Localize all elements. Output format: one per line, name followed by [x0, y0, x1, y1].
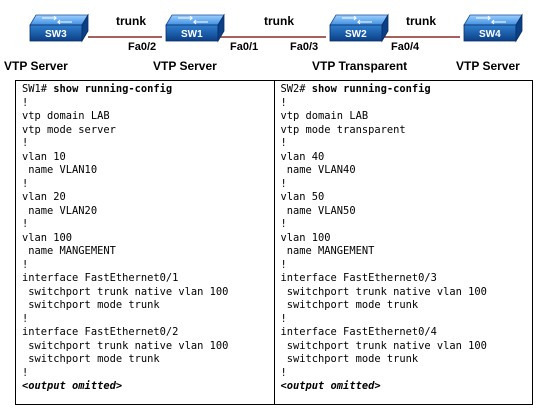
config-line: vlan 50: [280, 191, 325, 203]
switch-name-sw2: SW2: [345, 29, 367, 40]
config-line: switchport trunk native vlan 100: [280, 285, 487, 298]
switch-name-sw3: SW3: [45, 29, 67, 40]
config-line: interface FastEthernet0/1: [22, 272, 179, 284]
config-line: vlan 40: [280, 150, 325, 163]
config-line: !: [280, 218, 287, 230]
config-line: !: [280, 137, 287, 149]
config-line: !: [280, 96, 287, 109]
config-line: switchport trunk native vlan 100: [280, 339, 487, 352]
config-line: interface FastEthernet0/4: [280, 326, 437, 338]
config-prompt-line: SW1# show running-config: [22, 83, 268, 97]
config-line: vtp domain LAB: [280, 110, 369, 122]
config-line: !: [22, 137, 29, 149]
config-line: !: [22, 258, 29, 271]
switch-icon-sw3: SW3: [29, 13, 89, 43]
config-line: interface FastEthernet0/2: [22, 326, 179, 338]
vtp-mode-sw4: VTP Server: [456, 59, 520, 73]
switch-icon-sw4: SW4: [463, 13, 523, 43]
config-line: name VLAN20: [22, 204, 98, 217]
switch-icon-sw1: SW1: [165, 13, 225, 43]
config-line: !: [280, 312, 287, 325]
port-label-sw2-fa03: Fa0/3: [290, 41, 318, 53]
config-line: switchport mode trunk: [280, 299, 419, 311]
cli-prompt: SW1#: [22, 83, 48, 95]
config-line: !: [22, 366, 29, 379]
config-line: !: [22, 177, 29, 190]
link-label-2: trunk: [264, 14, 294, 28]
config-line: name MANGEMENT: [280, 245, 375, 257]
config-line: name VLAN10: [22, 164, 98, 176]
config-line: !: [280, 366, 287, 379]
config-line: name MANGEMENT: [22, 245, 116, 257]
port-label-sw1-fa01: Fa0/1: [230, 41, 258, 53]
switch-name-sw1: SW1: [181, 29, 203, 40]
config-line: !: [280, 258, 287, 271]
network-topology: trunk trunk trunk Fa0/2 Fa0/1 Fa0/3 Fa0/…: [4, 13, 523, 73]
port-label-sw1-fa02: Fa0/2: [128, 41, 156, 53]
config-line: interface FastEthernet0/3: [280, 272, 437, 284]
output-omitted: <output omitted>: [280, 380, 381, 392]
config-line: name VLAN50: [280, 204, 356, 217]
vtp-mode-sw3: VTP Server: [4, 59, 68, 73]
link-label-1: trunk: [116, 14, 146, 28]
config-line: switchport mode trunk: [22, 353, 160, 365]
cli-command: show running-config: [53, 83, 173, 95]
config-line: vlan 10: [22, 150, 66, 163]
config-line: switchport mode trunk: [22, 299, 160, 311]
config-line: !: [22, 312, 29, 325]
config-prompt-line: SW2# show running-config: [281, 83, 527, 97]
switch-name-sw4: SW4: [479, 29, 501, 40]
config-line: name VLAN40: [280, 164, 356, 176]
vtp-mode-sw2: VTP Transparent: [312, 59, 407, 73]
config-line: vlan 100: [22, 231, 73, 244]
switch-icon-sw2: SW2: [329, 13, 389, 43]
config-line: vlan 100: [280, 231, 331, 244]
config-line: !: [22, 218, 29, 230]
config-line: switchport trunk native vlan 100: [22, 339, 229, 352]
config-line: vtp domain LAB: [22, 110, 110, 122]
cli-command: show running-config: [311, 83, 431, 95]
config-line: !: [22, 96, 29, 109]
vtp-mode-sw1: VTP Server: [153, 59, 217, 73]
config-line: vtp mode transparent: [280, 123, 406, 136]
port-label-sw2-fa04: Fa0/4: [391, 41, 420, 53]
output-omitted: <output omitted>: [22, 380, 123, 392]
config-line: vtp mode server: [22, 123, 116, 136]
config-line: vlan 20: [22, 191, 66, 203]
config-line: switchport trunk native vlan 100: [22, 285, 229, 298]
config-line: switchport mode trunk: [280, 353, 419, 365]
config-line: !: [280, 177, 287, 190]
link-label-3: trunk: [406, 14, 436, 28]
cli-prompt: SW2#: [280, 83, 306, 95]
